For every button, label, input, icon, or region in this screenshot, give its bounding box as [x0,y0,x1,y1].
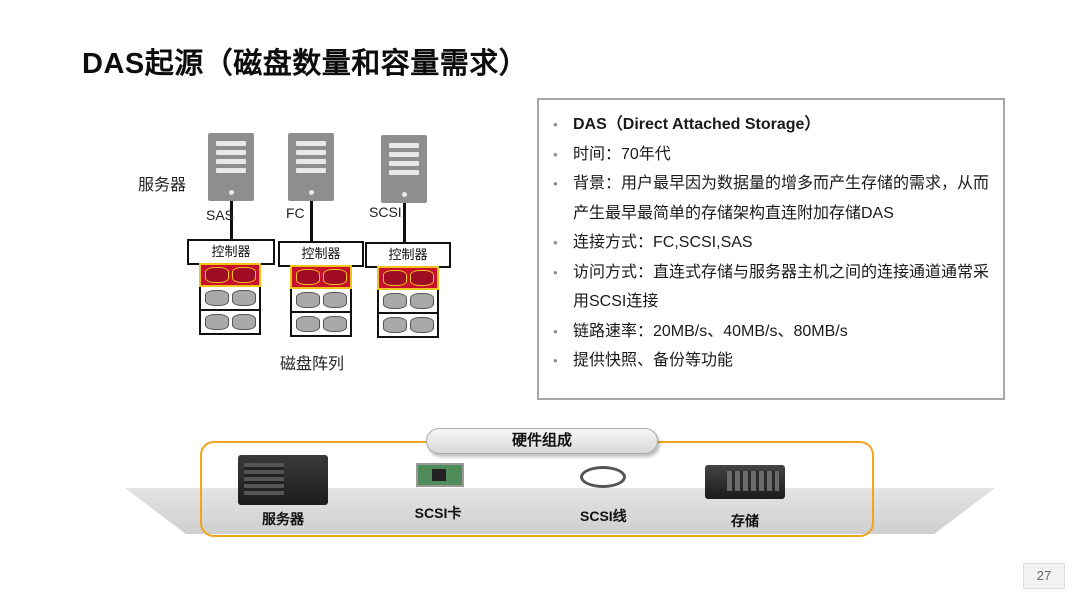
fc-cable [310,201,313,241]
scsi-cable-icon [580,466,626,488]
das-diagram: 服务器 SAS FC SCSI 控制器 控制器 控制器 磁盘阵列 [130,125,470,375]
hardware-item-scsi-card: SCSI卡 [412,463,464,523]
hardware-caption: SCSI线 [580,508,627,524]
array-label: 磁盘阵列 [280,356,345,373]
server-icon [208,133,254,201]
scsi-cable [403,203,406,243]
server-icon [381,135,427,203]
hardware-title: 硬件组成 [426,428,658,454]
link-label-sas: SAS [206,207,235,223]
info-item-access: 访问方式：直连式存储与服务器主机之间的连接通道通常采用SCSI连接 [553,258,989,317]
hardware-item-scsi-cable: SCSI线 [580,466,627,526]
disk-array [199,263,261,335]
info-item-background: 背景：用户最早因为数据量的增多而产生存储的需求，从而产生最早最简单的存储架构直连… [553,169,989,228]
hardware-caption: 存储 [731,513,759,529]
info-item-connection: 连接方式：FC,SCSI,SAS [553,228,989,258]
das-info-box: DAS（Direct Attached Storage） 时间：70年代 背景：… [537,98,1005,400]
link-label-scsi: SCSI [369,204,402,220]
hardware-item-storage: 存储 [705,465,785,531]
page-title: DAS起源（磁盘数量和容量需求） [82,48,529,80]
server-photo-icon [238,455,328,505]
server-label: 服务器 [138,177,187,194]
info-item-link-rate: 链路速率：20MB/s、40MB/s、80MB/s [553,317,989,347]
controller-box: 控制器 [278,241,364,267]
info-list: DAS（Direct Attached Storage） 时间：70年代 背景：… [553,110,989,376]
page-number: 27 [1023,563,1065,589]
hardware-caption: 服务器 [262,511,304,527]
link-label-fc: FC [286,205,305,221]
disk-array [377,266,439,338]
info-item-time: 时间：70年代 [553,140,989,170]
sas-cable [230,201,233,239]
storage-photo-icon [705,465,785,499]
scsi-card-icon [416,463,464,487]
server-icon [288,133,334,201]
hardware-item-server: 服务器 [238,455,328,529]
disk-array [290,265,352,337]
info-item-features: 提供快照、备份等功能 [553,346,989,376]
info-item-definition: DAS（Direct Attached Storage） [553,110,989,140]
controller-box: 控制器 [187,239,275,265]
hardware-caption: SCSI卡 [414,505,462,521]
controller-box: 控制器 [365,242,451,268]
